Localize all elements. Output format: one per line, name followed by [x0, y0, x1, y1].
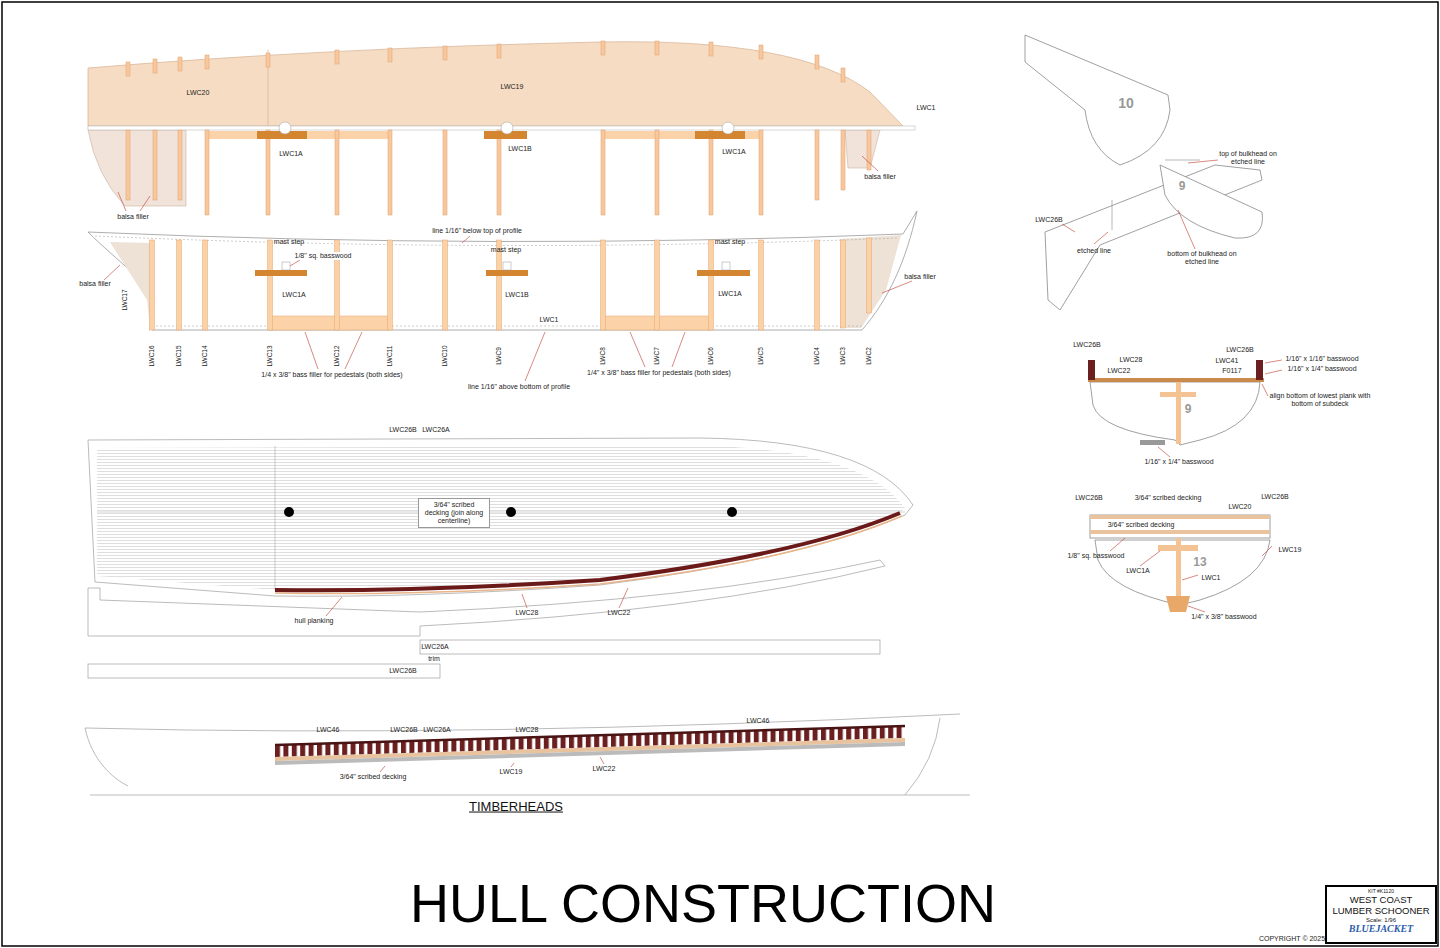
- part-label: LWC20: [187, 89, 210, 97]
- station-label: LWC5: [757, 347, 764, 365]
- part-label: LWC1B: [508, 145, 532, 153]
- part-label: LWC1B: [505, 291, 529, 299]
- station-label: LWC6: [707, 347, 714, 365]
- part-label: trim: [428, 655, 440, 663]
- section-title: TIMBERHEADS: [469, 800, 563, 815]
- part-label: LWC19: [1279, 546, 1302, 554]
- part-label: 1/4" x 3/8" basswood: [1191, 613, 1256, 621]
- note-box: 3/64" scribed decking (join along center…: [418, 498, 490, 528]
- part-label: LWC46: [747, 717, 770, 725]
- part-label: LWC22: [1108, 367, 1131, 375]
- part-label: 1/8" sq. basswood: [1068, 552, 1125, 560]
- drawing-title: HULL CONSTRUCTION: [410, 872, 996, 934]
- part-label: LWC22: [593, 765, 616, 773]
- station-label: LWC8: [599, 347, 606, 365]
- part-label: mast step: [491, 246, 521, 254]
- part-label: 3/64" scribed decking: [1135, 494, 1202, 502]
- part-label: LWC26B: [389, 426, 417, 434]
- part-label: LWC19: [501, 83, 524, 91]
- part-label: balsa filler: [864, 173, 896, 181]
- part-label: balsa filler: [117, 213, 149, 221]
- part-label: LWC26B: [389, 667, 417, 675]
- part-label: bottom of bulkhead on etched line: [1167, 250, 1237, 266]
- bulkhead-number: 9: [1179, 180, 1186, 194]
- station-label: LWC4: [813, 347, 820, 365]
- part-label: LWC28: [1120, 356, 1143, 364]
- part-label: LWC1: [917, 104, 936, 112]
- part-label: etched line: [1077, 247, 1111, 255]
- part-label: LWC1A: [1126, 567, 1150, 575]
- station-label: LWC10: [441, 345, 448, 366]
- station-label: LWC13: [266, 345, 273, 366]
- part-label: line 1/16" below top of profile: [432, 227, 522, 235]
- part-label: LWC26A: [421, 643, 449, 651]
- station-label: LWC14: [201, 345, 208, 366]
- part-label: LWC41: [1216, 357, 1239, 365]
- part-label: balsa filler: [78, 280, 112, 288]
- part-label: align bottom of lowest plank with bottom…: [1268, 392, 1372, 408]
- part-label: LWC26B: [1035, 216, 1063, 224]
- node-text: WEST COAST LUMBER SCHOONER: [1331, 895, 1431, 917]
- part-label: balsa filler: [904, 273, 936, 281]
- station-label: LWC11: [386, 346, 393, 367]
- part-label: F0117: [1222, 367, 1241, 375]
- station-label: LWC7: [653, 347, 660, 365]
- station-label: LWC15: [175, 345, 182, 366]
- station-label: LWC17: [121, 289, 128, 310]
- part-label: 1/16" x 1/4" basswood: [1287, 365, 1356, 373]
- part-label: 1/4 x 3/8" bass filler for pedestals (bo…: [261, 371, 402, 379]
- part-label: COPYRIGHT © 2025: [1259, 935, 1325, 943]
- node-text: Scale: 1/96: [1331, 917, 1431, 924]
- part-label: LWC1: [1202, 574, 1221, 582]
- part-label: line 1/16" above bottom of profile: [468, 383, 570, 391]
- part-label: 1/16" x 1/4" basswood: [1144, 458, 1213, 466]
- part-label: LWC26B: [1226, 346, 1254, 354]
- part-label: 3/64" scribed decking: [1108, 521, 1175, 529]
- part-label: LWC20: [1229, 503, 1252, 511]
- title-block: KIT #K1120WEST COAST LUMBER SCHOONERScal…: [1325, 885, 1437, 944]
- part-label: LWC28: [516, 726, 539, 734]
- part-label: LWC26A: [423, 726, 451, 734]
- part-label: LWC26B: [1073, 341, 1101, 349]
- part-label: LWC1A: [282, 291, 306, 299]
- part-label: mast step: [715, 238, 745, 246]
- part-label: LWC26B: [1261, 493, 1289, 501]
- station-label: LWC3: [839, 347, 846, 365]
- part-label: 3/64" scribed decking: [340, 773, 407, 781]
- part-label: LWC22: [608, 609, 631, 617]
- node-text: BLUEJACKET: [1331, 923, 1431, 935]
- part-label: top of bulkhead on etched line: [1217, 150, 1279, 166]
- station-label: LWC9: [495, 347, 502, 365]
- part-label: mast step: [274, 238, 304, 246]
- bulkhead-number: 9: [1185, 403, 1192, 417]
- station-label: LWC2: [865, 347, 872, 365]
- part-label: 1/16" x 1/16" basswood: [1285, 355, 1358, 363]
- part-label: LWC28: [516, 609, 539, 617]
- part-label: LWC46: [317, 726, 340, 734]
- station-label: LWC16: [148, 345, 155, 366]
- bulkhead-number: 13: [1193, 556, 1206, 570]
- part-label: LWC26B: [1075, 494, 1103, 502]
- node-heading: 3/64" scribed decking (join along center…: [422, 501, 486, 525]
- part-label: hull planking: [295, 617, 334, 625]
- part-label: LWC26A: [422, 426, 450, 434]
- part-label: LWC1A: [279, 150, 303, 158]
- part-label: 1/4" x 3/8" bass filler for pedestals (b…: [587, 369, 731, 377]
- station-label: LWC12: [333, 345, 340, 366]
- part-label: LWC26B: [390, 726, 418, 734]
- part-label: LWC1A: [718, 290, 742, 298]
- part-label: 1/8" sq. basswood: [294, 252, 353, 260]
- part-label: LWC1: [540, 316, 559, 324]
- part-label: LWC19: [500, 768, 523, 776]
- part-label: LWC1A: [722, 148, 746, 156]
- bulkhead-number: 10: [1118, 95, 1134, 111]
